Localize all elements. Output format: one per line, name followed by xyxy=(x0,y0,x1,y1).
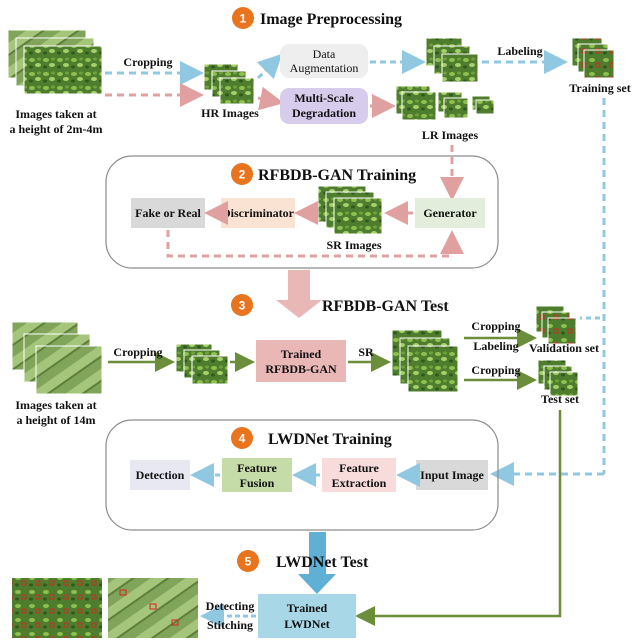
source-image-stack-2m xyxy=(7,29,103,95)
stage-5-title: LWDNet Test xyxy=(276,554,369,571)
stage-4-header: 4 LWDNet Training xyxy=(231,427,392,449)
result-image-closeup xyxy=(12,578,102,638)
detection-label: Detection xyxy=(136,468,185,482)
detecting-label: Detecting xyxy=(206,599,255,613)
result-images xyxy=(12,578,198,638)
feature-extraction-line1: Feature xyxy=(339,461,379,475)
stage-3-title: RFBDB-GAN Test xyxy=(322,298,449,315)
cropping-label-14m: Cropping xyxy=(113,345,162,359)
stitching-label: Stitching xyxy=(207,618,253,632)
data-augmentation-line1: Data xyxy=(313,47,336,61)
result-image-stitched xyxy=(108,578,198,638)
msd-line2: Degradation xyxy=(292,106,356,120)
feature-fusion-line1: Feature xyxy=(237,461,277,475)
detection-box xyxy=(130,460,190,490)
stage-3-header: 3 xyxy=(231,294,253,316)
source14-caption-line2: a height of 14m xyxy=(17,413,96,427)
generator-box xyxy=(415,198,485,228)
arrow-test-to-lwdnet xyxy=(355,410,562,626)
stage-2-badge xyxy=(231,163,253,185)
cropping-labeling-line1: Cropping xyxy=(471,319,520,333)
input-image-label: Input Image xyxy=(420,468,484,482)
stage-1-header: 1 Image Preprocessing xyxy=(232,7,402,29)
lr-images-label: LR Images xyxy=(422,128,479,142)
fake-or-real-label: Fake or Real xyxy=(135,206,201,220)
feature-extraction-box xyxy=(322,458,396,492)
feature-fusion-box xyxy=(222,458,292,492)
sr-output-stack xyxy=(391,329,459,393)
stage-2-title: RFBDB-GAN Training xyxy=(258,167,416,184)
trained-gan-line2: RFBDB-GAN xyxy=(265,362,337,376)
training-set-stack xyxy=(571,37,615,79)
labeling-label: Labeling xyxy=(497,44,542,58)
stage-4-badge xyxy=(231,427,253,449)
training-set-label: Training set xyxy=(569,81,630,95)
source-image-stack-14m xyxy=(11,321,103,395)
discriminator-label: Discriminator xyxy=(222,206,295,220)
test-set-stack xyxy=(537,359,579,397)
msd-line1: Multi-Scale xyxy=(294,91,354,105)
cropping-test-label: Cropping xyxy=(471,363,520,377)
stage-2-number: 2 xyxy=(239,168,246,182)
cropping-labeling-line2: Labeling xyxy=(473,339,518,353)
arrow-feedback-loop xyxy=(166,230,464,258)
sr-image-stack xyxy=(317,185,383,235)
sr-label: SR xyxy=(358,345,374,359)
hr-image-stack xyxy=(203,63,255,105)
discriminator-box xyxy=(221,198,295,228)
multi-scale-degradation-box xyxy=(280,88,368,124)
fake-or-real-box xyxy=(131,198,205,228)
stage-2-header: 2 RFBDB-GAN Training xyxy=(231,163,416,185)
arrow-to-augmentation xyxy=(256,53,283,80)
trained-gan-line1: Trained xyxy=(281,347,322,361)
lr-image-stack xyxy=(395,85,495,121)
validation-set-stack xyxy=(535,305,577,345)
stage-3-badge xyxy=(231,294,253,316)
source14-caption-line1: Images taken at xyxy=(15,398,96,412)
arrow-to-degradation xyxy=(257,86,284,111)
stage-5-number: 5 xyxy=(245,555,252,569)
stage-1-title: Image Preprocessing xyxy=(260,11,402,28)
test-set-label: Test set xyxy=(541,392,579,406)
source-caption-line1: Images taken at xyxy=(15,107,96,121)
cropping-label-1: Cropping xyxy=(123,55,172,69)
stage-4-title: LWDNet Training xyxy=(268,431,392,448)
feature-fusion-line2: Fusion xyxy=(240,476,275,490)
data-augmentation-box xyxy=(280,44,368,78)
trained-lwdnet-line2: LWDNet xyxy=(284,617,330,631)
generator-label: Generator xyxy=(423,206,477,220)
stage-5-badge xyxy=(237,550,259,572)
cropped-14m-stack xyxy=(175,343,229,385)
trained-lwdnet-box xyxy=(258,594,356,638)
hr-images-label: HR Images xyxy=(201,106,259,120)
input-image-box xyxy=(416,460,488,490)
stage-5-header: 5 LWDNet Test xyxy=(237,550,369,572)
sr-images-label: SR Images xyxy=(326,238,381,252)
big-arrow-to-trained-gan xyxy=(276,270,322,318)
stage-4-container xyxy=(105,419,499,531)
source-caption-line2: a height of 2m-4m xyxy=(10,122,103,136)
validation-set-label: Validation set xyxy=(529,341,599,355)
big-arrow-to-trained-lwdnet xyxy=(298,532,336,594)
stage-1-badge xyxy=(232,7,254,29)
stage-2-container xyxy=(105,155,499,269)
data-augmentation-line2: Augmentation xyxy=(290,61,359,75)
augmented-image-stack xyxy=(425,37,479,83)
stage-1-number: 1 xyxy=(240,12,247,26)
feature-extraction-line2: Extraction xyxy=(332,476,387,490)
stage-3-number: 3 xyxy=(239,299,246,313)
trained-lwdnet-line1: Trained xyxy=(287,601,328,615)
stage-4-number: 4 xyxy=(239,432,246,446)
trained-rfbdb-gan-box xyxy=(256,340,346,382)
